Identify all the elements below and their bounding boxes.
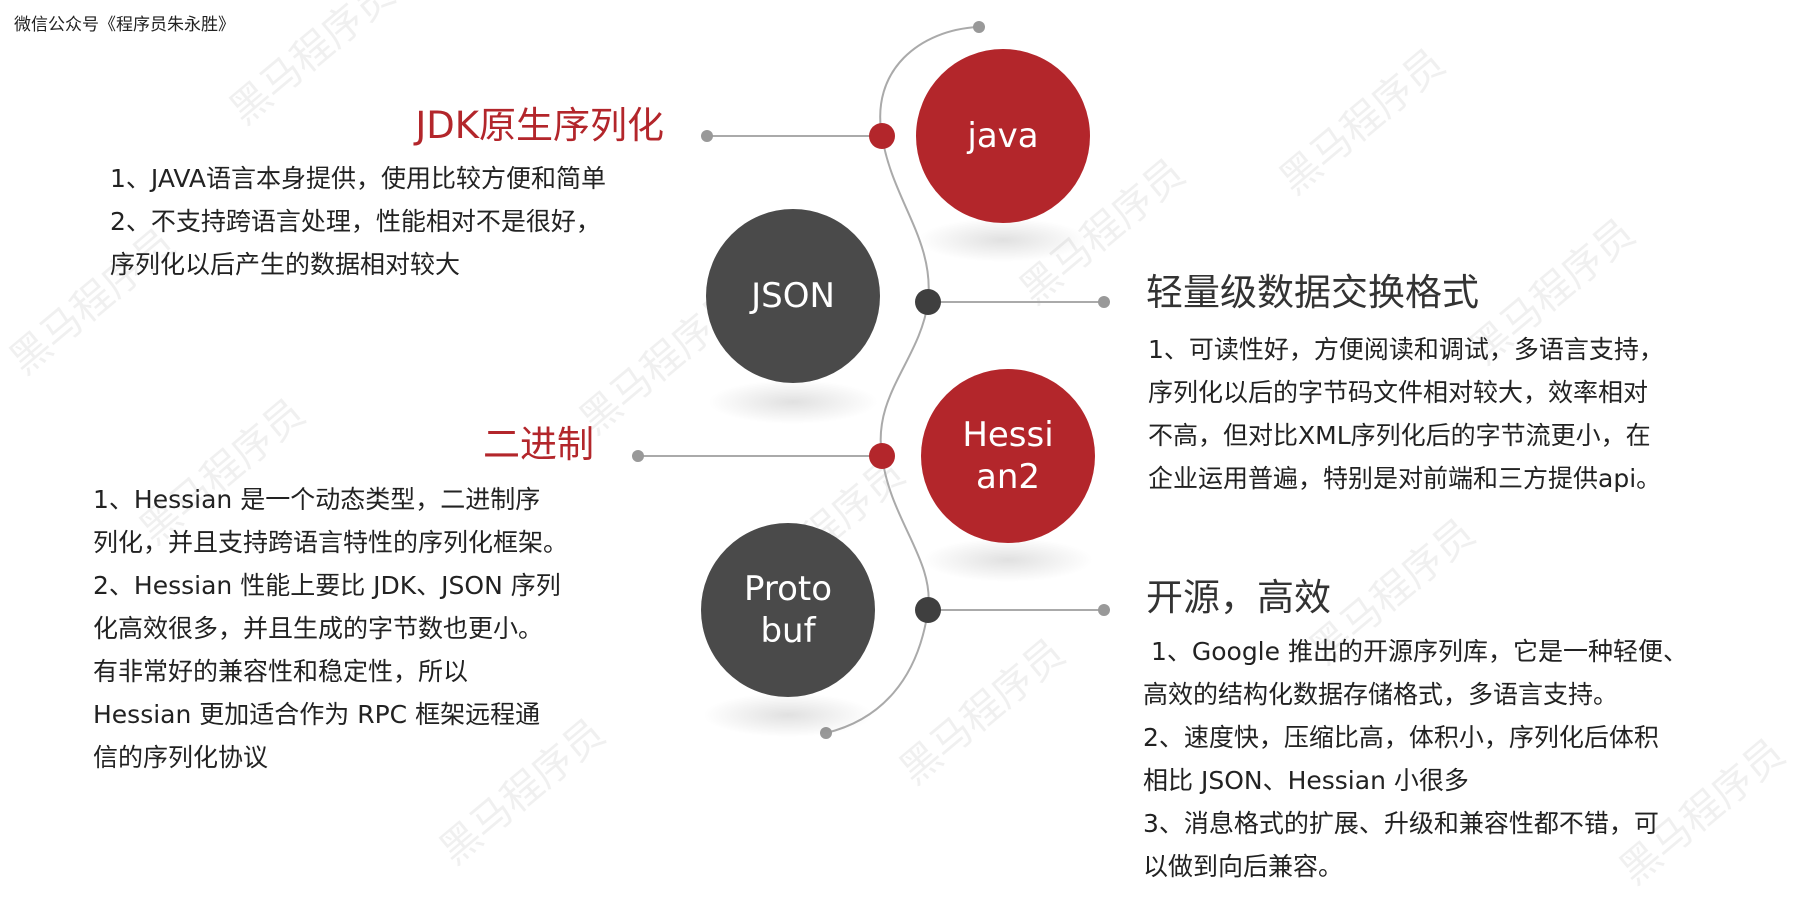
desc-line: 企业运用普遍，特别是对前端和三方提供api。 <box>1148 464 1662 493</box>
node-label-text: Hessi <box>962 415 1054 455</box>
circle-shadow <box>923 538 1093 582</box>
junction-dot-hessian <box>869 443 895 469</box>
source-label: 微信公众号《程序员朱永胜》 <box>14 15 235 35</box>
node-label-text: Proto <box>743 569 833 609</box>
heading-json: 轻量级数据交换格式 <box>1146 271 1479 314</box>
desc-jdk: 1、JAVA语言本身提供，使用比较方便和简单 2、不支持跨语言处理，性能相对不是… <box>110 157 606 286</box>
junction-dot-java <box>869 123 895 149</box>
desc-line: 序列化以后产生的数据相对较大 <box>110 250 461 279</box>
connector-end-dot <box>1098 296 1110 308</box>
desc-line: 1、Hessian 是一个动态类型，二进制序 <box>93 485 541 514</box>
desc-line: 1、可读性好，方便阅读和调试，多语言支持， <box>1148 335 1664 364</box>
desc-line: 不高，但对比XML序列化后的字节流更小，在 <box>1148 421 1651 450</box>
circle-shadow <box>703 693 873 737</box>
junction-dot-protobuf <box>915 597 941 623</box>
node-label-protobuf: Proto buf <box>701 523 875 697</box>
desc-line: 2、Hessian 性能上要比 JDK、JSON 序列 <box>93 571 561 600</box>
node-label-text: java <box>967 116 1039 156</box>
desc-line: 有非常好的兼容性和稳定性，所以 <box>93 657 469 686</box>
connector-end-dot <box>632 450 644 462</box>
connector-end-dot <box>701 130 713 142</box>
desc-line: 1、Google 推出的开源序列库，它是一种轻便、 <box>1143 637 1688 666</box>
connector-end-dot <box>1098 604 1110 616</box>
desc-line: 3、消息格式的扩展、升级和兼容性都不错，可 <box>1143 809 1659 838</box>
desc-json: 1、可读性好，方便阅读和调试，多语言支持， 序列化以后的字节码文件相对较大，效率… <box>1148 328 1664 500</box>
desc-line: 相比 JSON、Hessian 小很多 <box>1143 766 1469 795</box>
desc-line: 以做到向后兼容。 <box>1143 852 1344 881</box>
node-label-hessian: Hessi an2 <box>921 369 1095 543</box>
heading-hessian: 二进制 <box>483 423 594 466</box>
node-circle-protobuf <box>701 523 875 697</box>
heading-jdk: JDK原生序列化 <box>415 104 664 147</box>
desc-line: 列化，并且支持跨语言特性的序列化框架。 <box>93 528 569 557</box>
desc-line: 信的序列化协议 <box>93 743 269 772</box>
desc-protobuf: 1、Google 推出的开源序列库，它是一种轻便、 高效的结构化数据存储格式，多… <box>1143 630 1688 888</box>
node-label-json: JSON <box>706 209 880 383</box>
junction-dot-json <box>915 289 941 315</box>
node-label-java: java <box>916 49 1090 223</box>
desc-line: 序列化以后的字节码文件相对较大，效率相对 <box>1148 378 1649 407</box>
node-label-text: an2 <box>975 457 1040 497</box>
desc-line: 高效的结构化数据存储格式，多语言支持。 <box>1143 680 1619 709</box>
desc-line: 2、速度快，压缩比高，体积小，序列化后体积 <box>1143 723 1659 752</box>
desc-line: 1、JAVA语言本身提供，使用比较方便和简单 <box>110 164 606 193</box>
circle-shadow <box>708 380 878 424</box>
node-label-text: buf <box>760 611 816 651</box>
node-circle-java <box>916 49 1090 223</box>
connector-end-dot <box>973 21 985 33</box>
heading-protobuf: 开源，高效 <box>1146 576 1331 619</box>
circle-shadow <box>918 218 1088 262</box>
desc-line: Hessian 更加适合作为 RPC 框架远程通 <box>93 700 541 729</box>
desc-line: 化高效很多，并且生成的字节数也更小。 <box>93 614 544 643</box>
node-circle-hessian <box>921 369 1095 543</box>
desc-hessian: 1、Hessian 是一个动态类型，二进制序 列化，并且支持跨语言特性的序列化框… <box>93 478 568 779</box>
connector-curve <box>825 26 979 734</box>
node-circle-json <box>706 209 880 383</box>
node-label-text: JSON <box>751 276 835 316</box>
desc-line: 2、不支持跨语言处理，性能相对不是很好， <box>110 207 601 236</box>
